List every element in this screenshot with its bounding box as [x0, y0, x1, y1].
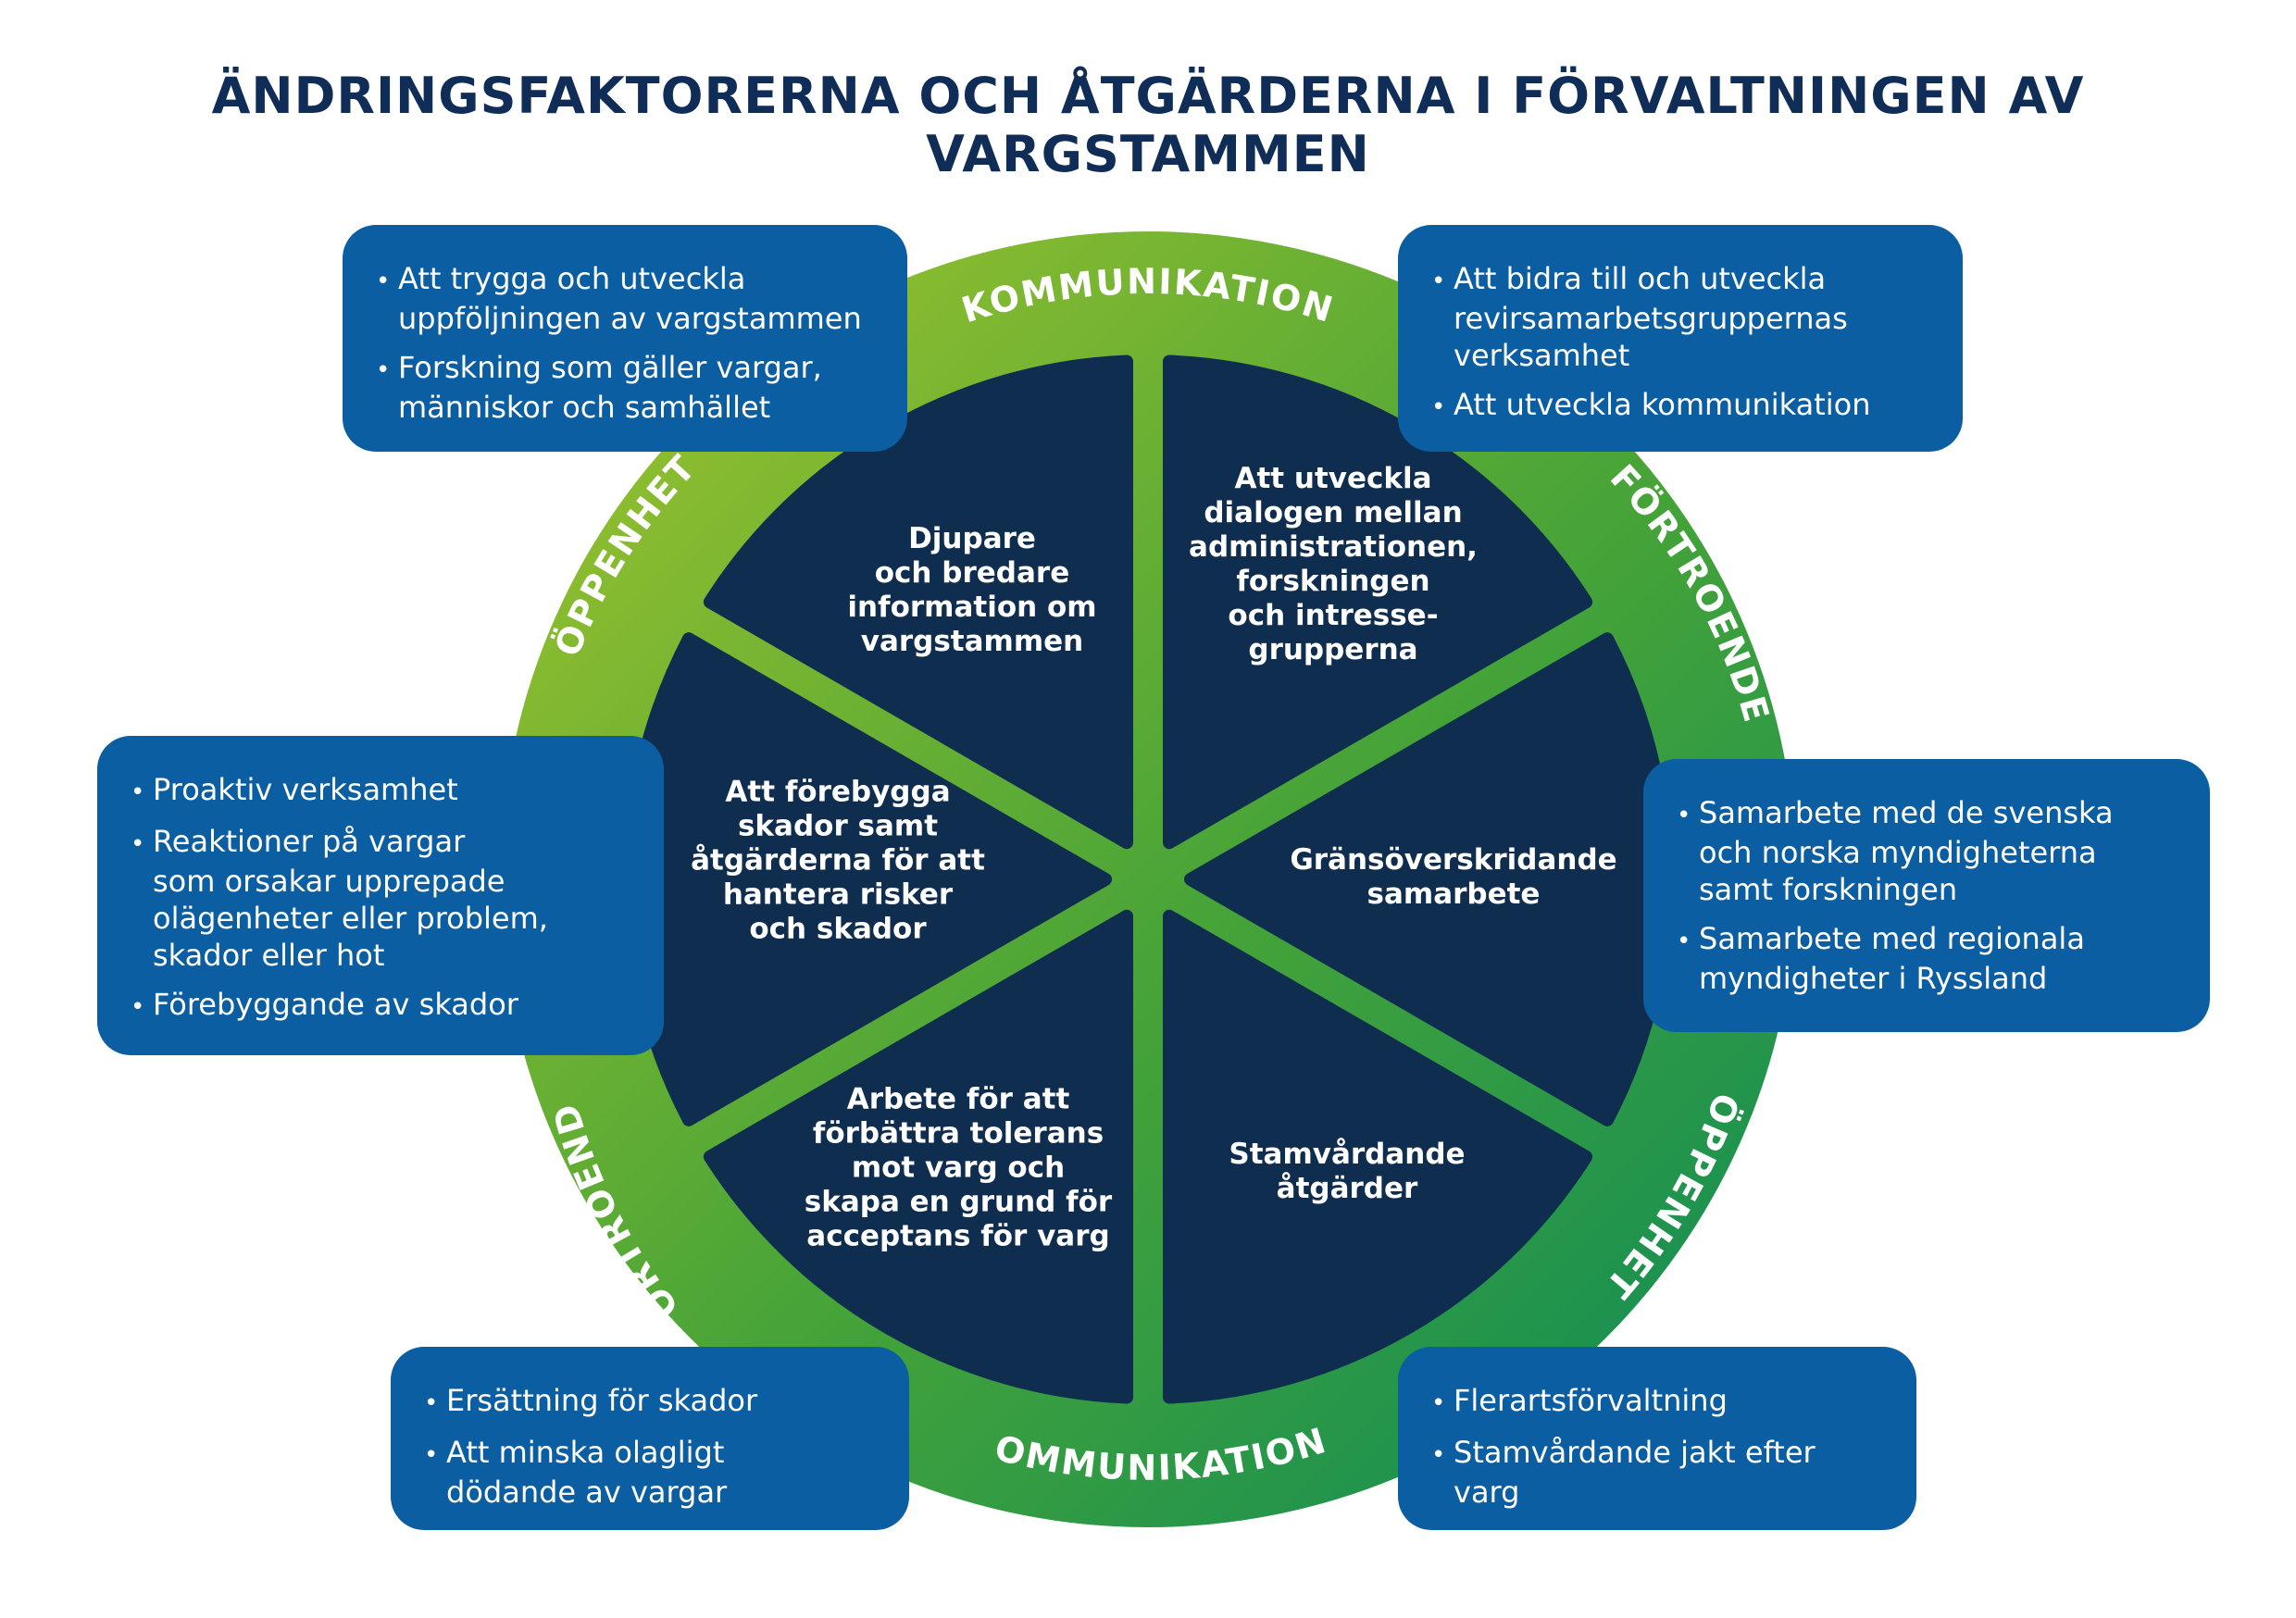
callout-bullet-item: •Förebyggande av skador [131, 986, 636, 1026]
callout-bullet-item: •Forskning som gäller vargar, människor … [376, 350, 822, 425]
sector-dialog-text: Att utveckla dialogen mellan administrat… [1189, 462, 1478, 666]
bullet-icon: • [131, 830, 145, 858]
sector-stock-text: Stamvårdande åtgärder [1229, 1138, 1466, 1205]
bullet-icon: • [1431, 268, 1446, 295]
callout-bottom-right: •Flerartsförvaltning •Stamvårdande jakt e… [1398, 1347, 1916, 1530]
bullet-icon: • [424, 1441, 439, 1469]
callout-top-right: •Att bidra till och utveckla revirsamarb… [1398, 225, 1963, 452]
bullet-icon: • [1431, 393, 1446, 421]
bullet-icon: • [1677, 802, 1691, 829]
callout-bullet-item: •Flerartsförvaltning [1431, 1382, 1889, 1422]
callout-bullet-item: •Stamvårdande jakt efter varg [1431, 1435, 1816, 1510]
callout-bullet-item: •Samarbete med de svenska och norska myn… [1677, 795, 2114, 907]
callout-bullet-item: •Proaktiv verksamhet [131, 771, 636, 811]
sector-information-text: Djupare och bredare information om vargs… [847, 522, 1097, 658]
callout-bullet-item: •Att bidra till och utveckla revirsamarb… [1431, 261, 1848, 373]
callout-bullet-item: •Ersättning för skador [424, 1382, 881, 1422]
bullet-icon: • [131, 778, 145, 806]
sector-stock [703, 909, 1133, 1404]
callout-right: •Samarbete med de svenska och norska myn… [1643, 759, 2210, 1032]
callout-bottom-left: •Ersättning för skador •Att minska olagli… [391, 1347, 909, 1530]
sector-border-text: Gränsöverskridande samarbete [1290, 843, 1617, 911]
bullet-icon: • [1677, 927, 1691, 955]
bullet-icon: • [131, 993, 145, 1021]
sector-damage-text: Att förebygga skador samt åtgärderna för… [691, 775, 985, 946]
callout-bullet-item: •Att trygga och utveckla uppföljningen a… [376, 261, 862, 336]
callout-top-left: •Att trygga och utveckla uppföljningen a… [343, 225, 907, 452]
sector-border [1163, 909, 1593, 1404]
bullet-icon: • [424, 1389, 439, 1417]
callout-bullet-item: •Reaktioner på vargar som orsakar upprep… [131, 824, 548, 973]
callout-bullet-item: •Samarbete med regionala myndigheter i R… [1677, 921, 2085, 996]
sector-tolerance-text: Arbete för att förbättra tolerans mot va… [804, 1082, 1113, 1253]
bullet-icon: • [376, 356, 391, 384]
callout-left: •Proaktiv verksamhet •Reaktioner på varga… [97, 736, 664, 1055]
callout-bullet-item: •Att minska olagligt dödande av vargar [424, 1435, 728, 1510]
bullet-icon: • [376, 268, 391, 295]
callout-bullet-item: •Att utveckla kommunikation [1431, 386, 1935, 426]
bullet-icon: • [1431, 1389, 1446, 1417]
bullet-icon: • [1431, 1441, 1446, 1469]
page-title: ÄNDRINGSFAKTORERNA OCH ÅTGÄRDERNA I FÖRV… [211, 67, 2085, 183]
